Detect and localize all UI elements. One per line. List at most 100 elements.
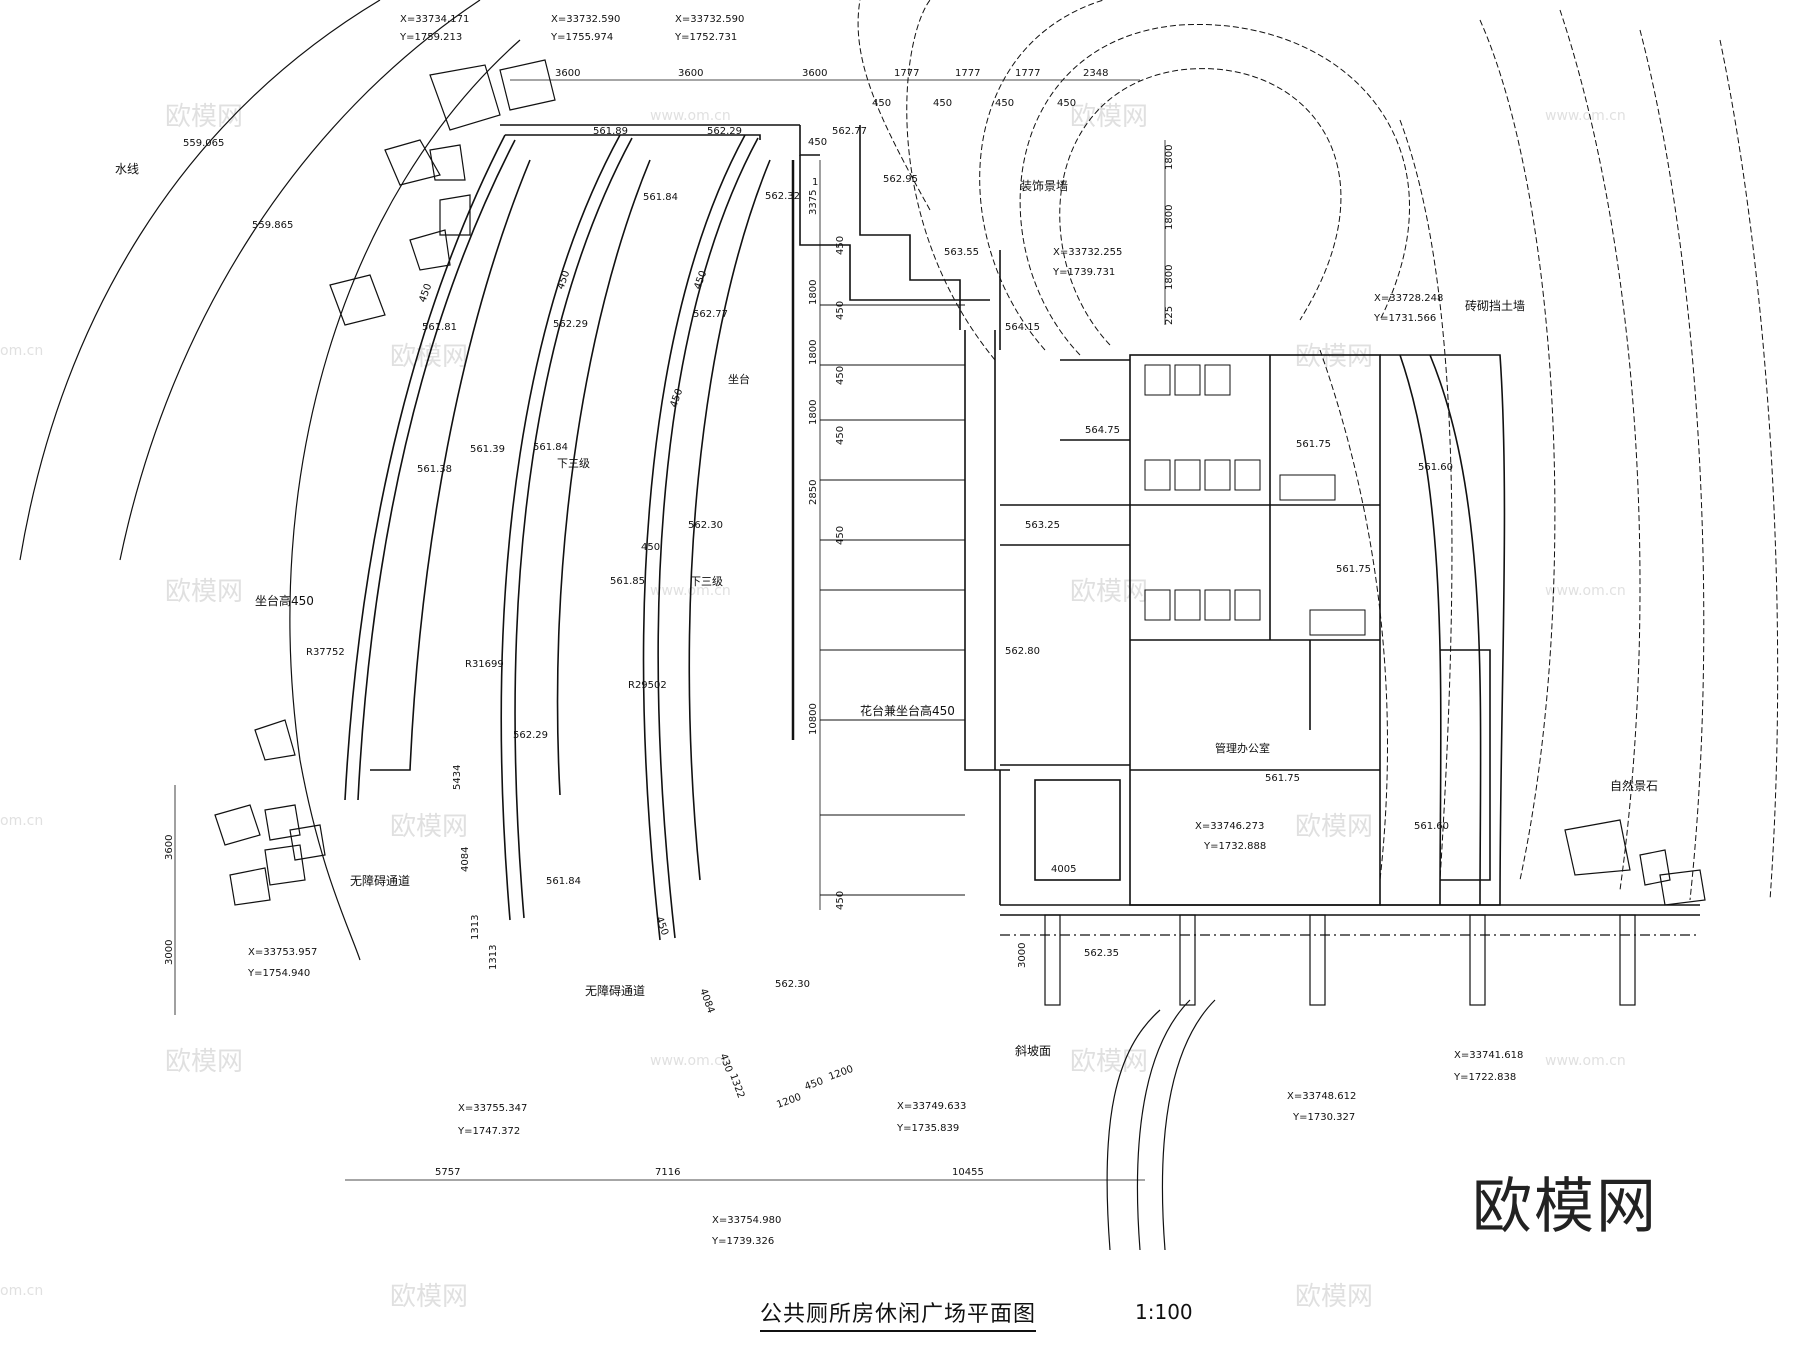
dimension-vertical: 450 [835,891,846,910]
coordinate-x: X=33755.347 [458,1103,527,1114]
coordinate-x: X=33732.590 [675,14,744,25]
dimension-bottom: 7116 [655,1167,680,1178]
elevation-label: 561.60 [1418,462,1453,473]
page-title: 公共厕所房休闲广场平面图 [760,1296,1037,1332]
elevation-label: 562.32 [765,191,800,202]
coordinate-x: X=33754.980 [712,1215,781,1226]
dimension-vertical: 450 [835,526,846,545]
dimension-vertical: 450 [835,236,846,255]
dimension-vertical: 1800 [1164,265,1175,290]
dimension-vertical: 450 [835,426,846,445]
survey-coordinates: X=33734.171 Y=1759.213 X=33732.590 Y=175… [247,14,1523,1247]
coordinate-x: X=33734.171 [400,14,469,25]
watermark: 欧模网 [1295,342,1373,372]
ramp-label: 斜坡面 [1015,1044,1051,1058]
dimension-misc: 1200 [827,1064,855,1083]
dimension-misc: 1200 [775,1092,803,1111]
dimension-misc: 450 [653,915,670,937]
dimension-vertical: 1800 [808,280,819,305]
dimension-small: 450 [933,98,952,109]
coordinate-x: X=33746.273 [1195,821,1264,832]
dimension-top: 3600 [555,68,580,79]
dimension-misc: 450 [417,282,434,304]
dimension-bottom: 5757 [435,1167,460,1178]
coordinate-y: Y=1747.372 [457,1126,520,1137]
dimension-vertical: 1800 [808,340,819,365]
elevation-label: 562.77 [832,126,867,137]
watermark-url: www.om.cn [650,1053,731,1069]
terrace-walls [344,124,1010,941]
natural-stone-label: 自然景石 [1610,778,1658,793]
dimension-vertical: 1 [812,177,818,188]
dimension-misc: 450 [803,1076,825,1093]
elevation-label: 562.80 [1005,646,1040,657]
planter-seat-label: 花台兼坐台高450 [860,703,955,718]
down-three-label: 下三级 [557,457,590,470]
dimension-misc: 1313 [470,915,481,940]
elevation-label: 561.60 [1414,821,1449,832]
watermark-layer: 欧模网 欧模网 欧模网 欧模网 欧模网 欧模网 欧模网 欧模网 欧模网 欧模网 … [0,102,1626,1312]
elevation-label: 562.77 [693,309,728,320]
contour-lines [857,0,1779,901]
dimension-vertical: 3000 [164,940,175,965]
barrier-free-label: 无障碍通道 [585,983,645,998]
elevation-label: 564.15 [1005,322,1040,333]
elevation-label: 563.55 [944,247,979,258]
watermark: 欧模网 [165,1047,243,1077]
coordinate-y: Y=1731.566 [1373,313,1436,324]
dimension-top: 2348 [1083,68,1108,79]
elevation-label: 562.29 [513,730,548,741]
watermark: 欧模网 [390,1282,468,1312]
watermark-url: www.om.cn [1545,583,1626,599]
dimension-vertical: 3600 [164,835,175,860]
dimension-vertical: 450 [835,366,846,385]
watermark: 欧模网 [1295,812,1373,842]
dimension-misc: 3000 [1017,943,1028,968]
coordinate-x: X=33732.255 [1053,247,1122,258]
radius-label: R37752 [306,647,345,658]
seat-label: 坐台 [728,372,750,386]
coordinate-y: Y=1755.974 [550,32,613,43]
watermark-url: www.om.cn [1545,1053,1626,1069]
watermark: 欧模网 [1070,102,1148,132]
watermark: 欧模网 [390,812,468,842]
office-label: 管理办公室 [1215,741,1270,755]
natural-stones [214,59,1706,906]
dimension-top: 1777 [955,68,980,79]
coordinate-y: Y=1754.940 [247,968,310,979]
dimension-vertical: 1800 [808,400,819,425]
dimension-misc: 450 [692,269,709,291]
coordinate-x: X=33748.612 [1287,1091,1356,1102]
coordinate-y: Y=1722.838 [1453,1072,1516,1083]
elevation-label: 561.84 [533,442,568,453]
dimension-vertical: 450 [835,301,846,320]
retaining-wall-label: 砖砌挡土墙 [1465,298,1525,313]
radius-label: R31699 [465,659,504,670]
coordinate-x: X=33728.248 [1374,293,1443,304]
coordinate-x: X=33749.633 [897,1101,966,1112]
elevation-label: 562.95 [883,174,918,185]
radius-label: R29502 [628,680,667,691]
elevation-label: 562.30 [688,520,723,531]
coordinate-y: Y=1752.731 [674,32,737,43]
dimension-vertical: 1800 [1164,205,1175,230]
dimension-misc: 4005 [1051,864,1076,875]
dimension-small: 450 [872,98,891,109]
watermark: 欧模网 [1070,577,1148,607]
dimension-top: 3600 [802,68,827,79]
dimension-misc: 4084 [697,987,716,1015]
elevation-label: 561.38 [417,464,452,475]
decor-wall-label: 装饰景墙 [1020,179,1068,193]
elevation-label: 561.81 [422,322,457,333]
coordinate-y: Y=1739.326 [711,1236,774,1247]
dimension-misc: 1313 [488,945,499,970]
dimension-lines [174,79,1166,1181]
annotation-labels: 水线 坐台高450 无障碍通道 无障碍通道 装饰景墙 砖砌挡土墙 花台兼坐台高4… [115,162,1658,1058]
elevation-label: 559.865 [252,220,293,231]
dimension-small: 450 [1057,98,1076,109]
drawing-scale: 1:100 [1135,1300,1193,1324]
coordinate-x: X=33753.957 [248,947,317,958]
shoreline-arcs [19,0,521,961]
toilet-building [999,354,1700,916]
